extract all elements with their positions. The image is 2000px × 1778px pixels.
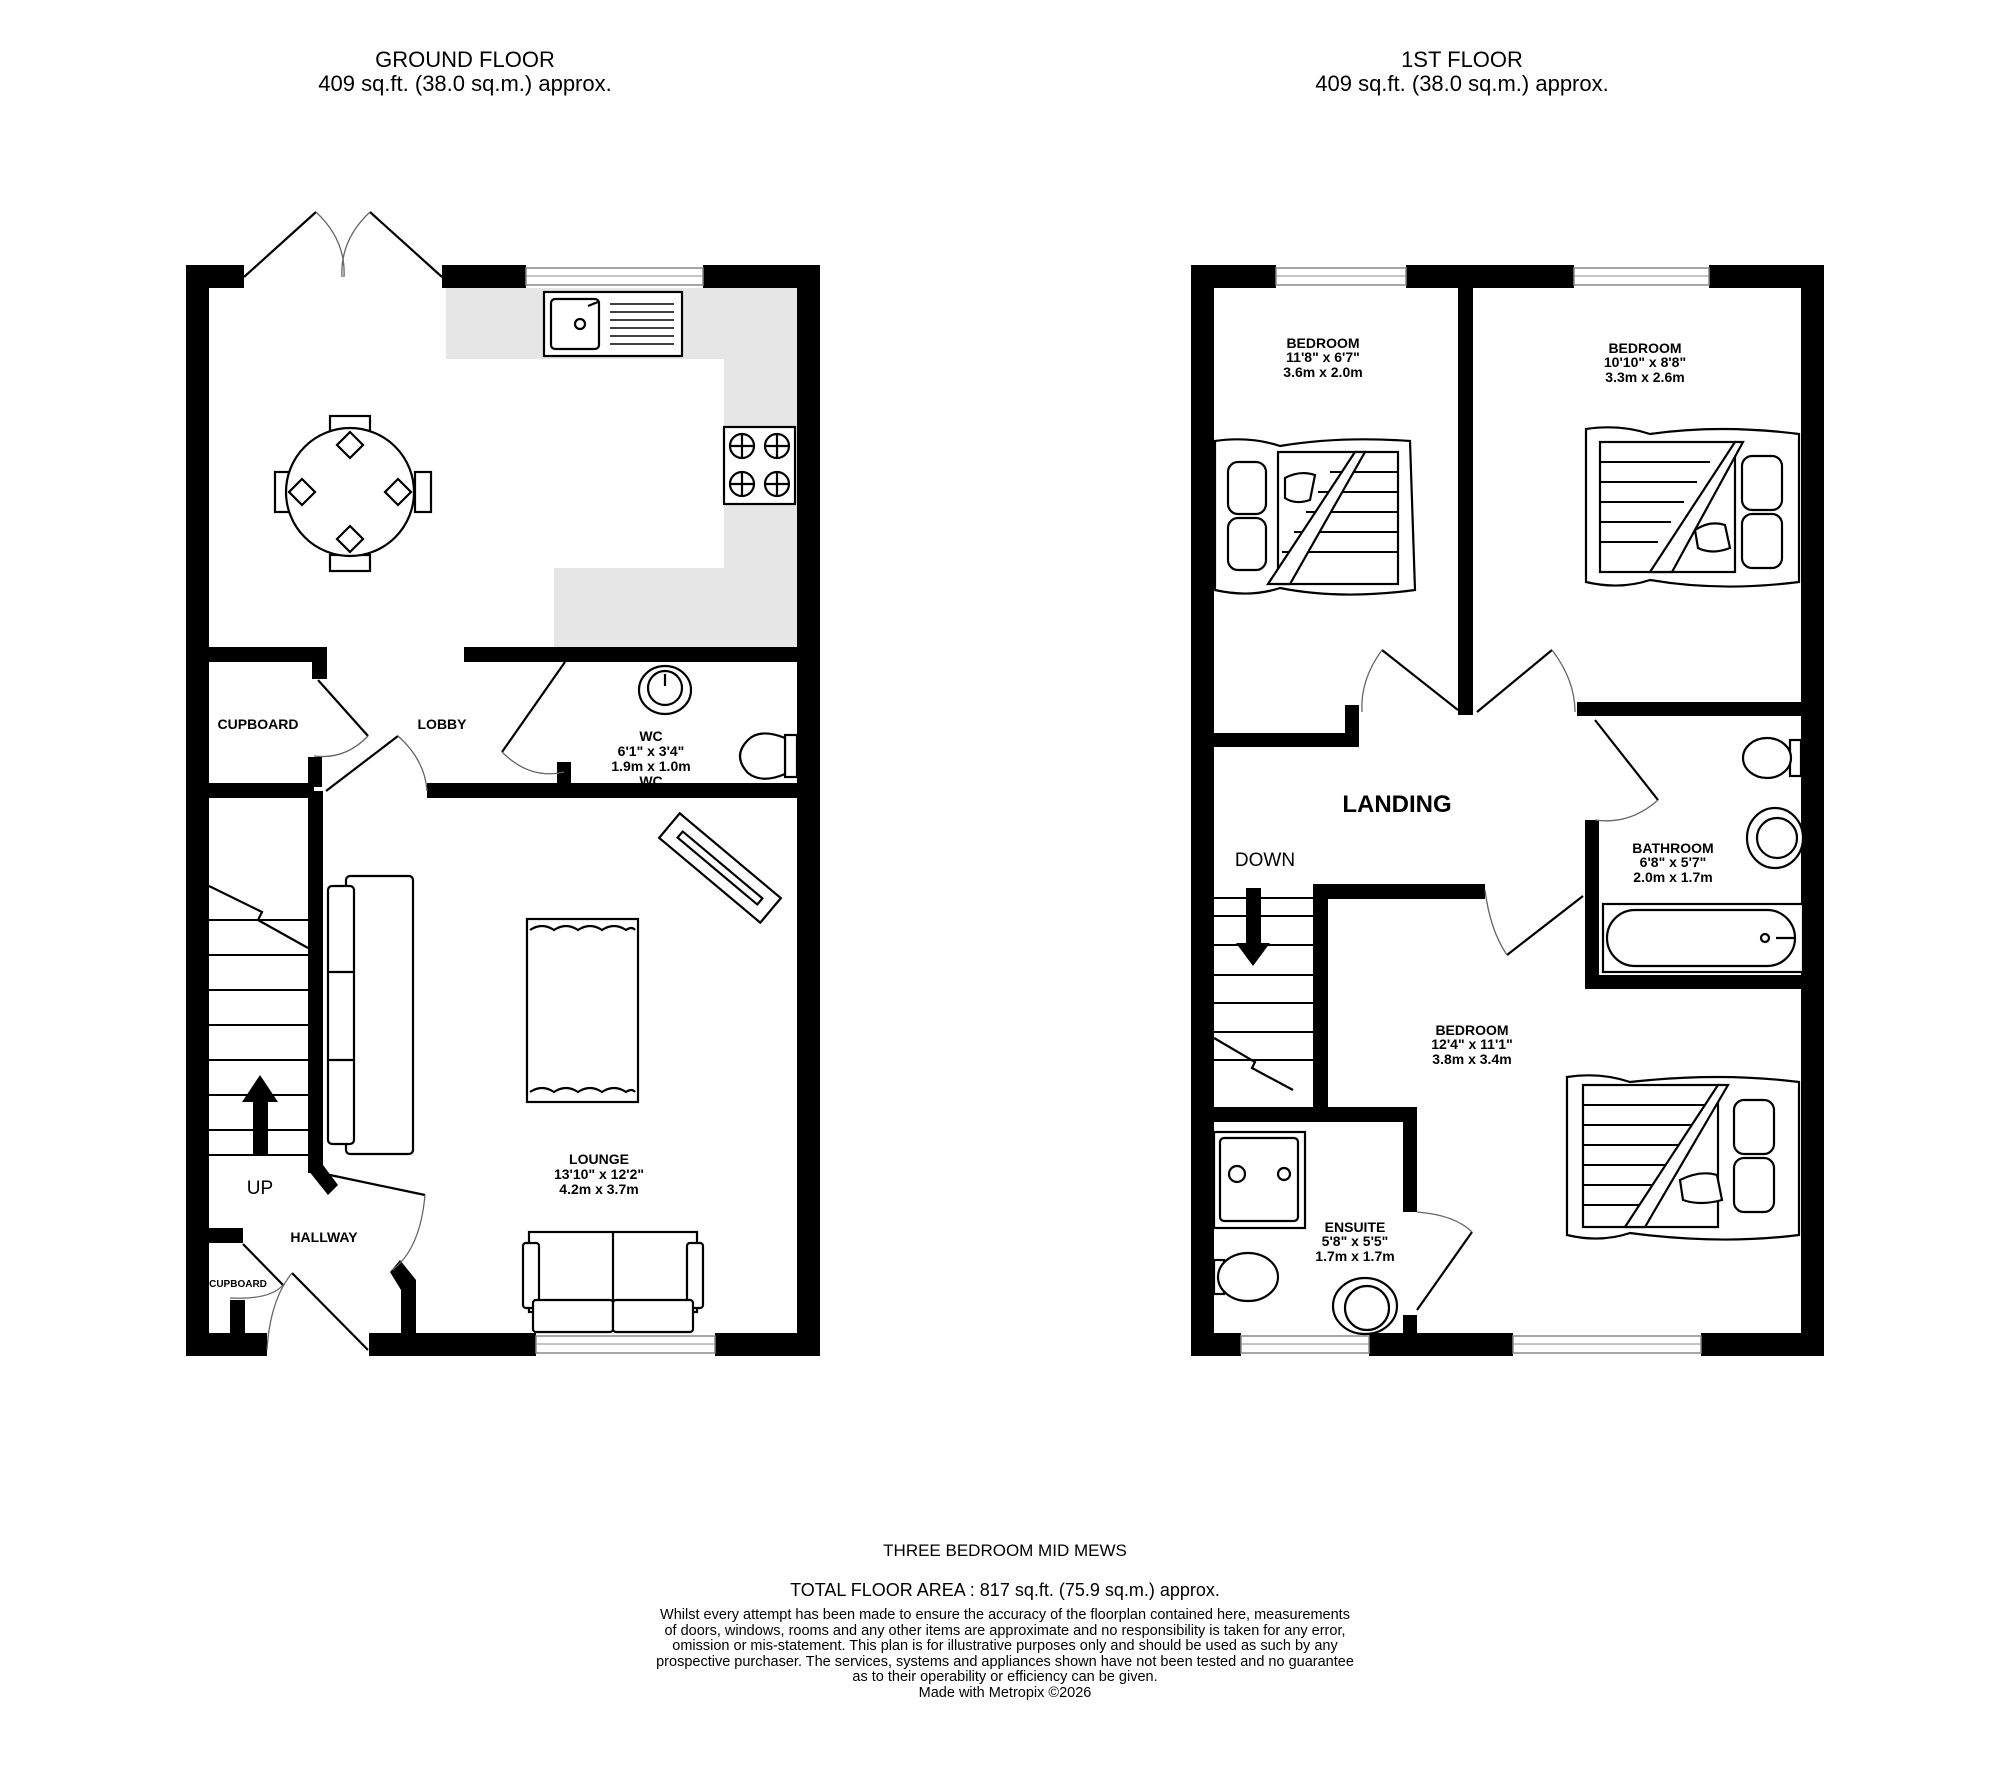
svg-text:BEDROOM: BEDROOM: [1286, 335, 1359, 351]
svg-text:BEDROOM: BEDROOM: [1435, 1022, 1508, 1038]
bed-3: [1565, 1074, 1801, 1241]
room-label-lobby: LOBBY: [418, 716, 468, 732]
svg-text:5'8" x 5'5": 5'8" x 5'5": [1322, 1233, 1389, 1249]
svg-text:1.9m x 1.0m: 1.9m x 1.0m: [611, 758, 690, 774]
room-label-wc: WC 6'1" x 3'4" 1.9m x 1.0m WC: [611, 728, 690, 789]
room-label-bedroom-2: BEDROOM 10'10" x 8'8" 3.3m x 2.6m: [1604, 340, 1686, 385]
disclaimer-line: Whilst every attempt has been made to en…: [660, 1607, 1350, 1623]
total-floor-area: TOTAL FLOOR AREA : 817 sq.ft. (75.9 sq.m…: [790, 1580, 1220, 1600]
svg-text:3.8m x 3.4m: 3.8m x 3.4m: [1432, 1051, 1511, 1067]
lounge-sofa-2: [521, 1230, 705, 1334]
svg-text:BEDROOM: BEDROOM: [1608, 340, 1681, 356]
disclaimer-line: prospective purchaser. The services, sys…: [656, 1654, 1354, 1670]
first-floor-plan: BEDROOM 11'8" x 6'7" 3.6m x 2.0m BEDROOM…: [1191, 265, 1824, 1356]
ground-floor-plan: CUPBOARD LOBBY WC 6'1" x 3'4" 1.9m x 1.0…: [186, 211, 820, 1356]
first-floor-area: 409 sq.ft. (38.0 sq.m.) approx.: [1315, 71, 1608, 96]
tv-unit: [657, 811, 783, 925]
arrow-up-icon: [242, 1075, 278, 1155]
ground-floor-stairs: [208, 885, 309, 1156]
room-label-bathroom: BATHROOM 6'8" x 5'7" 2.0m x 1.7m: [1632, 840, 1713, 885]
svg-text:2.0m x 1.7m: 2.0m x 1.7m: [1633, 869, 1712, 885]
ensuite-toilet: [1212, 1251, 1280, 1303]
coffee-table: [525, 917, 640, 1104]
ensuite-basin: [1331, 1276, 1399, 1336]
property-type: THREE BEDROOM MID MEWS: [883, 1541, 1127, 1560]
room-label-lounge: LOUNGE 13'10" x 12'2" 4.2m x 3.7m: [554, 1151, 644, 1197]
disclaimer-line: of doors, windows, rooms and any other i…: [664, 1623, 1345, 1639]
windows: [1240, 267, 1710, 1354]
kitchen-sink: [542, 290, 684, 358]
room-label-ensuite: ENSUITE 5'8" x 5'5" 1.7m x 1.7m: [1315, 1219, 1394, 1264]
svg-text:11'8" x 6'7": 11'8" x 6'7": [1286, 349, 1360, 365]
dining-table: [273, 414, 433, 573]
svg-text:1.7m x 1.7m: 1.7m x 1.7m: [1315, 1248, 1394, 1264]
svg-text:LOUNGE: LOUNGE: [569, 1151, 629, 1167]
svg-text:6'8" x 5'7": 6'8" x 5'7": [1640, 854, 1707, 870]
svg-text:WC: WC: [639, 728, 662, 744]
disclaimer-line: as to their operability or efficiency ca…: [852, 1669, 1157, 1685]
wc-basin: [637, 664, 693, 716]
hob: [722, 425, 797, 506]
svg-text:BATHROOM: BATHROOM: [1632, 840, 1713, 856]
svg-text:13'10" x 12'2": 13'10" x 12'2": [554, 1166, 644, 1182]
room-label-cupboard: CUPBOARD: [218, 716, 299, 732]
room-label-landing: LANDING: [1342, 791, 1451, 818]
doors: [229, 211, 566, 1351]
svg-text:4.2m x 3.7m: 4.2m x 3.7m: [559, 1181, 638, 1197]
stairs-up-label: UP: [247, 1178, 273, 1199]
room-label-bedroom-1: BEDROOM 11'8" x 6'7" 3.6m x 2.0m: [1283, 335, 1362, 380]
first-floor-stairs: [1213, 888, 1313, 1091]
svg-text:WC: WC: [639, 773, 662, 789]
walls: [1191, 265, 1824, 1356]
arrow-down-icon: [1236, 888, 1270, 966]
bathroom-basin: [1745, 806, 1805, 870]
svg-text:ENSUITE: ENSUITE: [1325, 1219, 1386, 1235]
shower: [1212, 1130, 1307, 1230]
walls: [186, 265, 820, 1356]
stairs-down-label: DOWN: [1235, 850, 1295, 871]
credit: Made with Metropix ©2026: [919, 1685, 1092, 1701]
bed-2: [1584, 426, 1801, 588]
svg-text:6'1" x 3'4": 6'1" x 3'4": [618, 743, 685, 759]
wc-toilet: [738, 732, 799, 780]
bathroom-toilet: [1741, 736, 1803, 780]
ground-floor-title: GROUND FLOOR: [375, 47, 555, 72]
room-label-hall-cupboard: CUPBOARD: [209, 1279, 267, 1290]
bath: [1601, 902, 1805, 974]
room-label-hallway: HALLWAY: [290, 1229, 358, 1245]
svg-text:12'4" x 11'1": 12'4" x 11'1": [1431, 1036, 1512, 1052]
ground-floor-area: 409 sq.ft. (38.0 sq.m.) approx.: [318, 71, 611, 96]
room-label-bedroom-3: BEDROOM 12'4" x 11'1" 3.8m x 3.4m: [1431, 1022, 1512, 1067]
footer: THREE BEDROOM MID MEWS TOTAL FLOOR AREA …: [656, 1541, 1354, 1701]
svg-text:3.3m x 2.6m: 3.3m x 2.6m: [1605, 369, 1684, 385]
doors: [1361, 649, 1659, 1311]
svg-text:3.6m x 2.0m: 3.6m x 2.0m: [1283, 364, 1362, 380]
first-floor-title: 1ST FLOOR: [1401, 47, 1523, 72]
bed-1: [1213, 438, 1417, 596]
disclaimer-line: omission or mis-statement. This plan is …: [672, 1638, 1338, 1654]
svg-text:10'10" x 8'8": 10'10" x 8'8": [1604, 354, 1686, 370]
lounge-sofa: [326, 874, 415, 1156]
windows: [525, 267, 716, 1354]
